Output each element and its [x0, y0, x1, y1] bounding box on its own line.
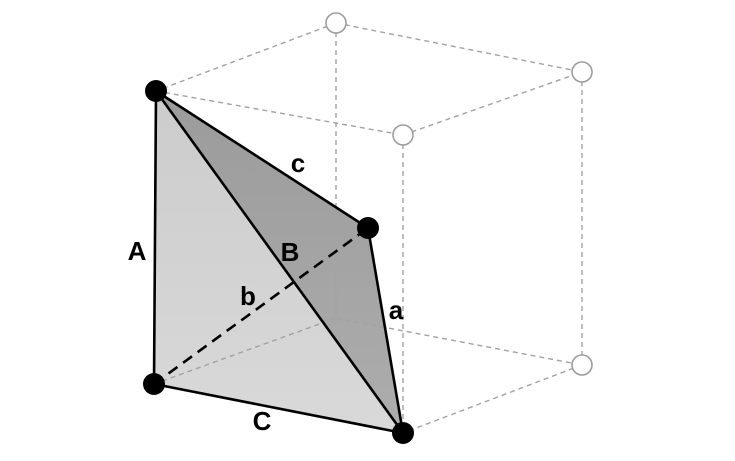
open-vertex-TBL [325, 12, 347, 34]
tetra-edge-c [154, 89, 370, 230]
cube-edge-BBL-BBR [335, 317, 583, 366]
tetra-edge-B [154, 89, 405, 435]
open-vertex-TFR [392, 124, 414, 146]
tetra-vertex-P2 [357, 217, 379, 239]
cube-edge-TBL-P1 [155, 22, 337, 92]
tetra-vertex-P3 [143, 373, 165, 395]
cube-edge-TFR-TBR [402, 71, 583, 136]
tetra-edge-a [366, 226, 405, 435]
cube-edge-P1-TFR [155, 90, 404, 136]
open-vertex-BBR [571, 354, 593, 376]
tetra-vertex-P1 [145, 80, 167, 102]
cube-edge-TBL-TBR [335, 22, 583, 73]
tetra-edge-b [153, 226, 369, 386]
open-vertex-TBR [571, 61, 593, 83]
tetra-edge-A [152, 89, 158, 386]
tetra-vertex-P4 [392, 422, 414, 444]
cube-edge-BBR-P4 [402, 364, 583, 434]
tetra-edge-C [152, 382, 405, 435]
